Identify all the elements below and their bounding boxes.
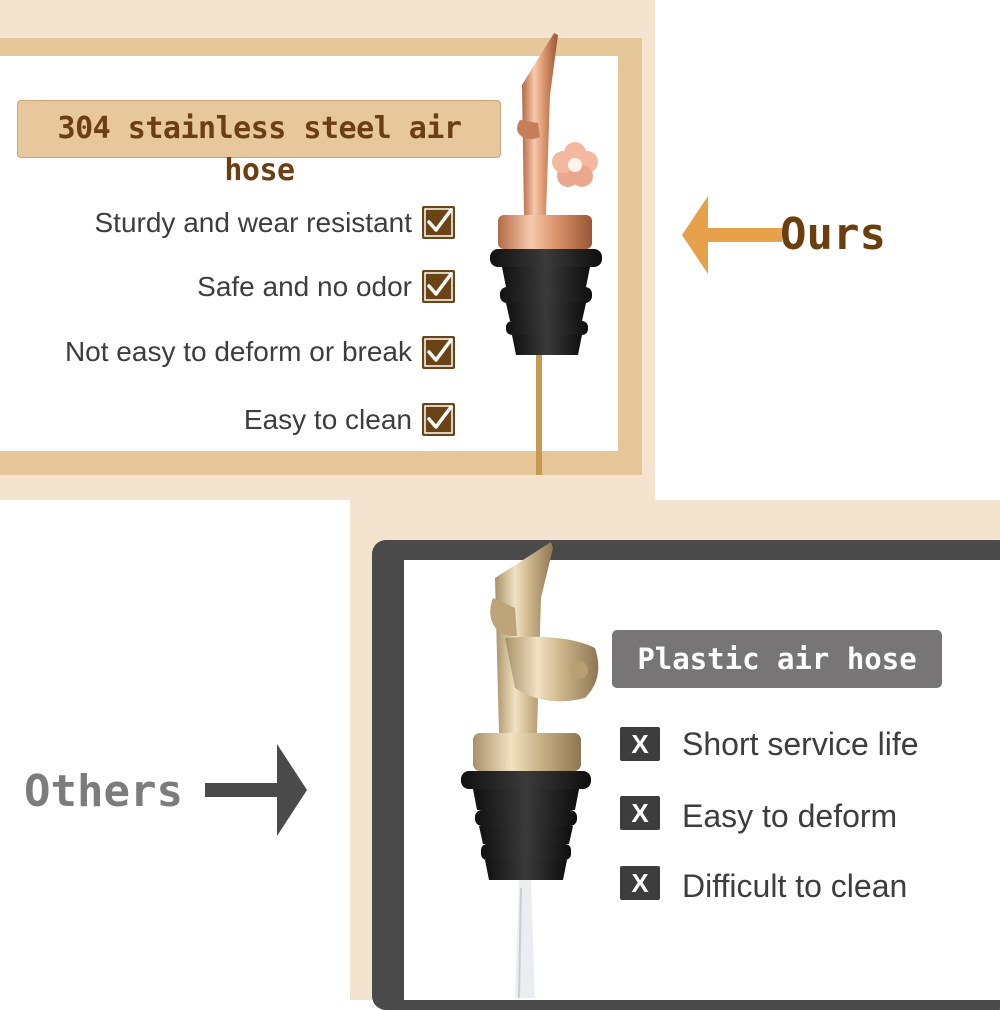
others-label: Others — [24, 766, 183, 817]
others-drawback-1: Short service life — [682, 726, 919, 762]
rose-gold-pourer-image — [490, 33, 602, 475]
others-badge-text: Plastic air hose — [637, 642, 917, 676]
ours-badge-text: 304 stainless steel air hose — [57, 111, 462, 188]
checkmark-icon — [422, 270, 455, 303]
x-mark-icon: X — [620, 796, 660, 830]
ours-feature-1: Sturdy and wear resistant — [94, 207, 413, 238]
others-drawback-2: Easy to deform — [682, 798, 898, 834]
x-mark-icon: X — [620, 727, 660, 761]
checkmark-icon — [422, 336, 455, 369]
checkmark-icon — [422, 403, 455, 436]
others-drawback-3: Difficult to clean — [682, 868, 908, 904]
gold-pourer-image — [461, 542, 599, 998]
left-arrow-icon — [682, 196, 782, 274]
ours-feature-4: Easy to clean — [243, 404, 412, 435]
ours-feature-3: Not easy to deform or break — [64, 336, 412, 367]
right-arrow-icon — [205, 744, 307, 836]
ours-feature-2: Safe and no odor — [197, 271, 412, 302]
checkmark-icon — [422, 206, 455, 239]
others-badge — [612, 630, 942, 688]
ours-label: Ours — [780, 209, 886, 260]
x-mark-icon: X — [620, 866, 660, 900]
ours-badge — [17, 100, 501, 158]
